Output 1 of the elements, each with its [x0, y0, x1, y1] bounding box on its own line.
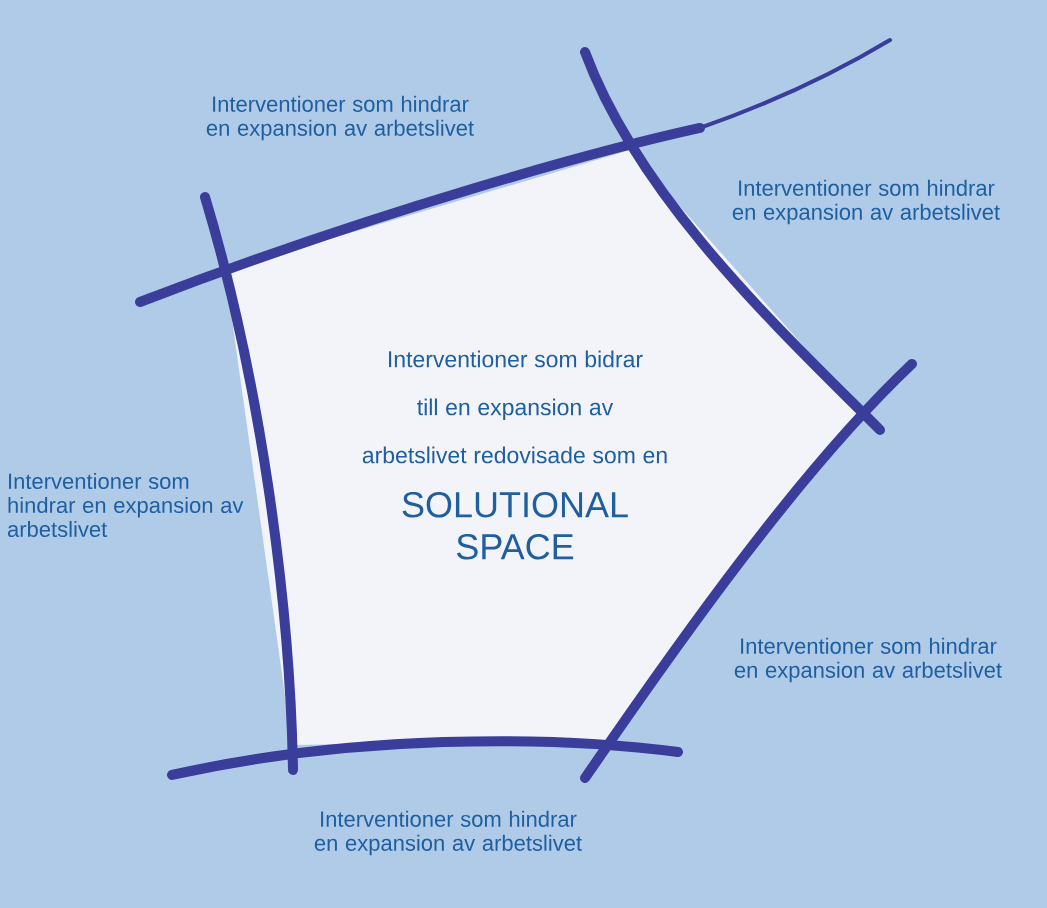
region-label: Interventioner som hindrar en expansion av arbetslivet — [314, 810, 582, 856]
